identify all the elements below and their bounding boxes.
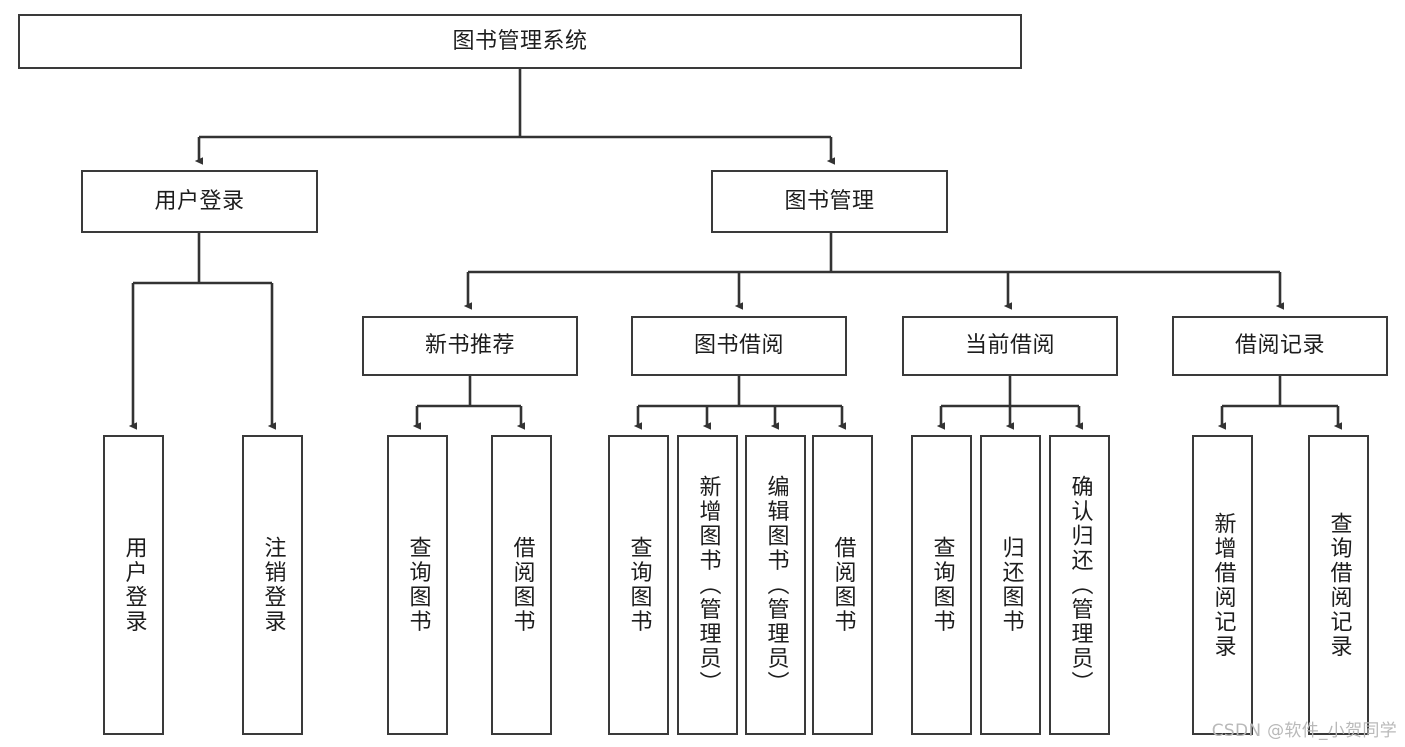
node-book-manage[interactable]: 图书管理	[711, 170, 948, 233]
node-leaf-add-record-label: 新增借阅记录	[1210, 511, 1236, 659]
node-leaf-borrow-book-1-label: 借阅图书	[509, 536, 535, 634]
node-book-manage-label: 图书管理	[784, 188, 875, 214]
node-leaf-edit-book-label: 编辑图书（管理员）	[763, 474, 789, 696]
node-borrow-record[interactable]: 借阅记录	[1172, 316, 1388, 376]
node-leaf-query-record[interactable]: 查询借阅记录	[1308, 435, 1369, 735]
node-leaf-logout[interactable]: 注销登录	[242, 435, 303, 735]
node-current-borrow[interactable]: 当前借阅	[902, 316, 1118, 376]
node-leaf-user-login-label: 用户登录	[121, 536, 147, 634]
node-leaf-logout-label: 注销登录	[260, 536, 286, 634]
node-leaf-borrow-book-2[interactable]: 借阅图书	[812, 435, 873, 735]
node-user-login[interactable]: 用户登录	[81, 170, 318, 233]
node-leaf-query-book-1-label: 查询图书	[405, 536, 431, 634]
node-new-book-recommend-label: 新书推荐	[424, 333, 515, 359]
node-leaf-edit-book[interactable]: 编辑图书（管理员）	[745, 435, 806, 735]
csdn-watermark: CSDN @软件_小贺同学	[1211, 721, 1397, 741]
node-new-book-recommend[interactable]: 新书推荐	[362, 316, 578, 376]
node-leaf-confirm-return[interactable]: 确认归还（管理员）	[1049, 435, 1110, 735]
node-leaf-borrow-book-2-label: 借阅图书	[830, 536, 856, 634]
node-root-label: 图书管理系统	[452, 28, 588, 54]
node-leaf-user-login[interactable]: 用户登录	[103, 435, 164, 735]
node-leaf-return-book[interactable]: 归还图书	[980, 435, 1041, 735]
node-leaf-query-book-2-label: 查询图书	[626, 536, 652, 634]
node-book-borrow[interactable]: 图书借阅	[631, 316, 847, 376]
node-book-borrow-label: 图书借阅	[693, 333, 784, 359]
node-user-login-label: 用户登录	[154, 188, 245, 214]
node-leaf-query-record-label: 查询借阅记录	[1326, 511, 1352, 659]
node-leaf-add-book[interactable]: 新增图书（管理员）	[677, 435, 738, 735]
node-leaf-return-book-label: 归还图书	[998, 536, 1024, 634]
node-leaf-query-book-3-label: 查询图书	[929, 536, 955, 634]
node-leaf-query-book-3[interactable]: 查询图书	[911, 435, 972, 735]
node-borrow-record-label: 借阅记录	[1234, 333, 1325, 359]
node-leaf-borrow-book-1[interactable]: 借阅图书	[491, 435, 552, 735]
node-leaf-add-record[interactable]: 新增借阅记录	[1192, 435, 1253, 735]
node-leaf-confirm-return-label: 确认归还（管理员）	[1067, 474, 1093, 696]
node-leaf-query-book-2[interactable]: 查询图书	[608, 435, 669, 735]
node-root[interactable]: 图书管理系统	[18, 14, 1022, 69]
node-current-borrow-label: 当前借阅	[964, 333, 1055, 359]
node-leaf-query-book-1[interactable]: 查询图书	[387, 435, 448, 735]
node-leaf-add-book-label: 新增图书（管理员）	[695, 474, 721, 696]
